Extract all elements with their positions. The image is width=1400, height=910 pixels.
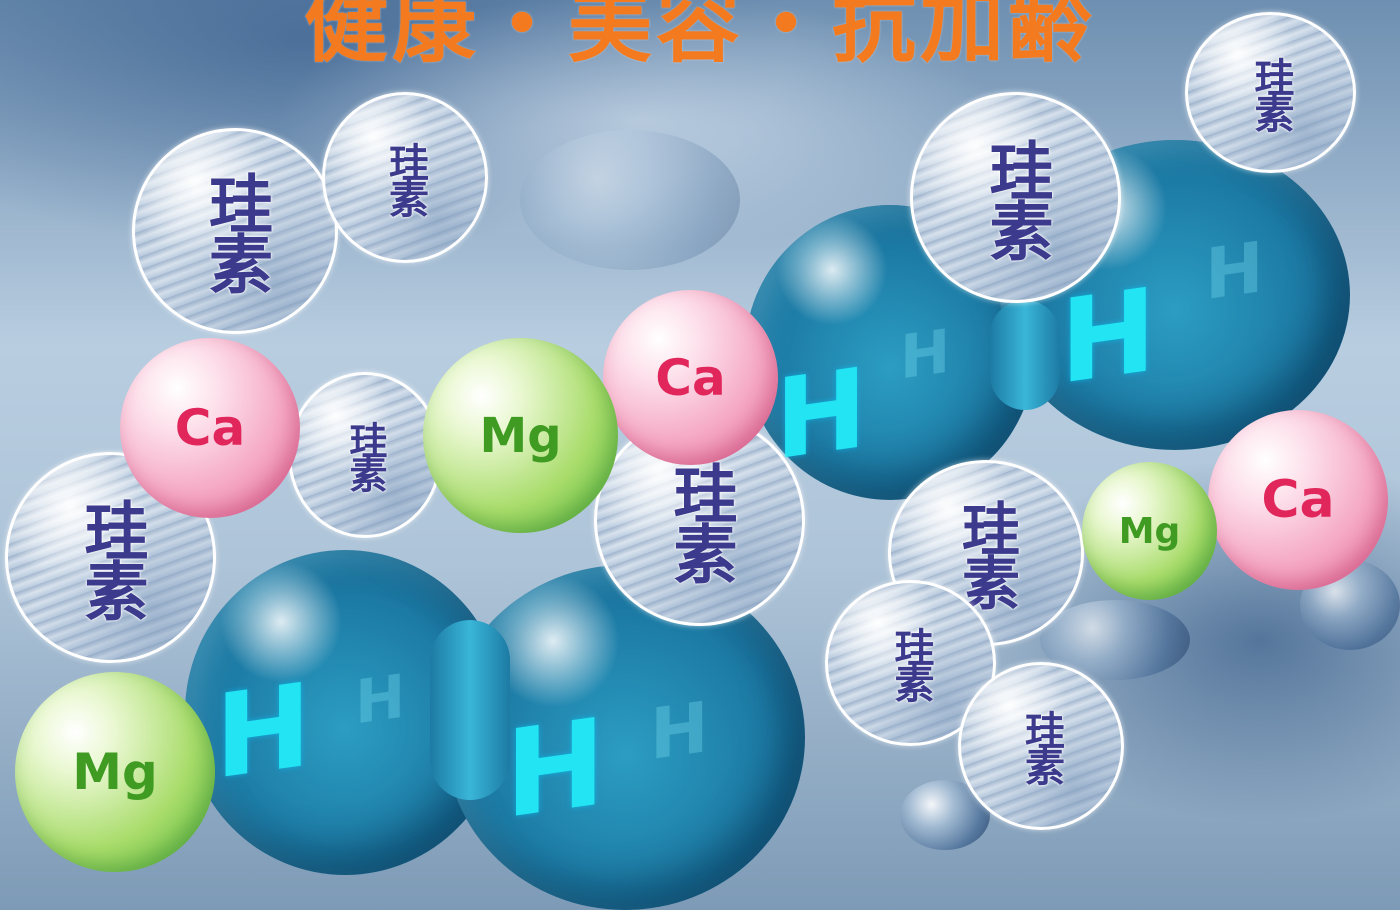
silicon-label: 珪素 — [73, 497, 148, 618]
silicon-label: 珪素 — [662, 460, 737, 581]
magnesium-label: Mg — [479, 407, 562, 464]
calcium-ball: Ca — [120, 338, 300, 518]
silicon-ball: 珪素 — [910, 92, 1121, 303]
hydrogen-label: H — [505, 692, 606, 847]
calcium-label: Ca — [1261, 470, 1335, 530]
silicon-ball: 珪素 — [288, 372, 442, 538]
hydrogen-bond — [430, 620, 510, 800]
headline-title: 健康・美容・抗加齢 — [303, 0, 1096, 74]
hydrogen-label: H — [215, 658, 312, 806]
calcium-ball: Ca — [603, 290, 778, 465]
magnesium-label: Mg — [1118, 510, 1181, 552]
silicon-label: 珪素 — [382, 141, 428, 214]
hydrogen-bond — [990, 300, 1060, 410]
silicon-label: 珪素 — [198, 171, 272, 291]
calcium-label: Ca — [655, 348, 726, 407]
silicon-label: 珪素 — [952, 499, 1020, 607]
silicon-label: 珪素 — [343, 421, 387, 489]
water-droplet — [520, 130, 740, 270]
hydrogen-label: H — [1060, 263, 1157, 411]
silicon-ball: 珪素 — [132, 128, 338, 334]
hydrogen-label-reflection: H — [1205, 225, 1264, 317]
silicon-label: 珪素 — [1247, 56, 1294, 129]
calcium-ball: Ca — [1208, 410, 1388, 590]
calcium-label: Ca — [174, 399, 246, 457]
silicon-ball: 珪素 — [322, 92, 488, 263]
magnesium-ball: Mg — [423, 338, 618, 533]
hydrogen-label-reflection: H — [650, 685, 709, 777]
magnesium-ball: Mg — [1082, 462, 1217, 600]
silicon-label: 珪素 — [1018, 710, 1064, 782]
silicon-ball: 珪素 — [1185, 12, 1356, 173]
magnesium-ball: Mg — [15, 672, 215, 872]
hydrogen-label-reflection: H — [355, 661, 406, 739]
hydrogen-label-reflection: H — [900, 316, 951, 394]
silicon-label: 珪素 — [978, 137, 1053, 258]
silicon-label: 珪素 — [887, 627, 934, 699]
magnesium-label: Mg — [72, 743, 158, 801]
silicon-ball: 珪素 — [958, 662, 1124, 830]
silicon-ball: 珪素 — [825, 580, 996, 746]
